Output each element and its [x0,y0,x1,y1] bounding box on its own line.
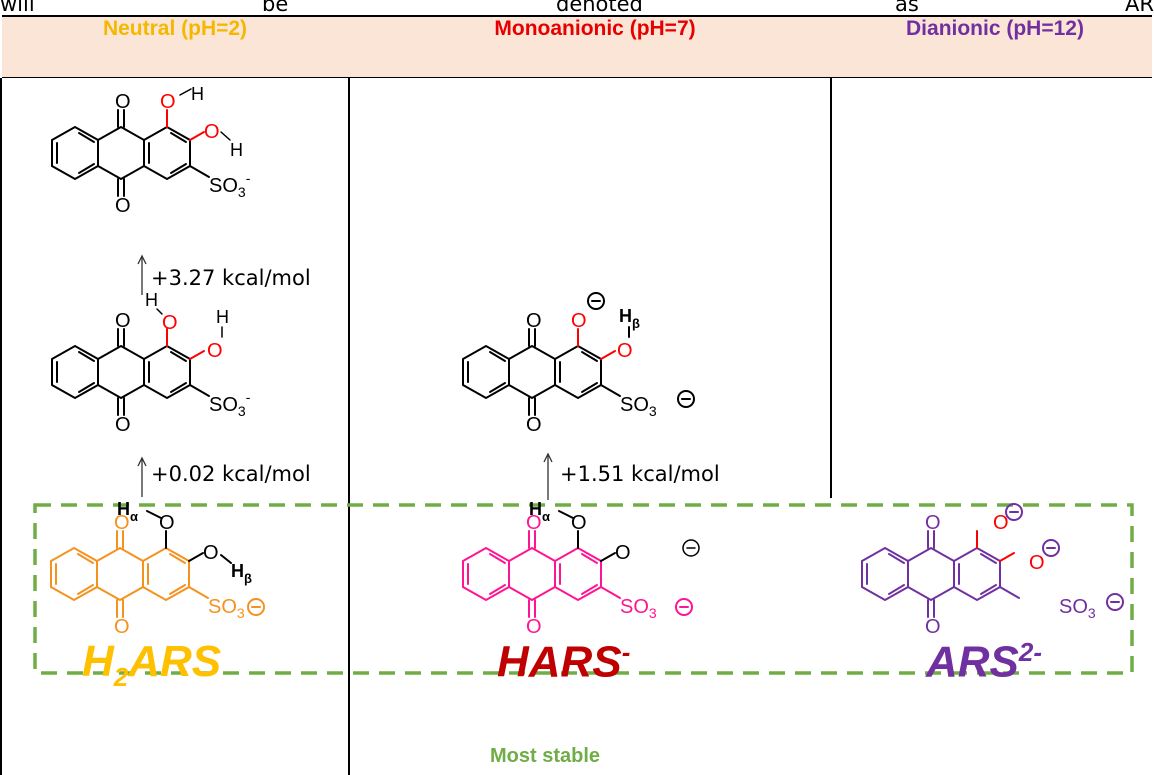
formula-hars: HARS- [497,637,631,687]
svg-text:SO3: SO3 [208,596,245,621]
energy-label: +1.51 kcal/mol [560,462,720,486]
atom-label: O [162,312,178,334]
column-divider [0,78,2,775]
caption-word: denoted [556,0,643,16]
column-title-dianionic: Dianionic (pH=12) [906,17,1084,40]
atom-label: O [203,542,219,564]
table-header [2,15,1152,78]
atom-label: O [1029,552,1045,574]
atom-label: O [617,340,633,362]
atom-label: O [159,512,175,534]
caption-word: as [895,0,919,16]
svg-text:Hα: Hα [117,499,138,524]
svg-text:SO3: SO3 [1059,596,1096,621]
atom-label: O [526,616,542,638]
atom-label: O [115,310,131,332]
energy-label: +0.02 kcal/mol [151,462,311,486]
svg-text:SO3-: SO3- [209,170,251,200]
formula-h2ars: H2ARS [82,637,222,692]
atom-label: H [216,307,229,327]
atom-label: O [571,310,587,332]
caption-word: AR [1125,0,1154,16]
atom-label: O [115,414,131,436]
svg-text:SO3: SO3 [620,596,657,621]
atom-label: H [191,84,204,104]
atom-label: O [615,542,631,564]
caption-word: be [262,0,289,16]
atom-label: H [230,140,243,160]
column-title-monoanionic: Monoanionic (pH=7) [494,17,696,40]
atom-label: O [160,91,176,113]
svg-text:Hα: Hα [529,499,550,524]
atom-label: O [925,512,941,534]
atom-label: O [993,512,1009,534]
svg-text:SO3-: SO3- [209,389,251,419]
atom-label: H [145,290,158,310]
svg-text:Hβ: Hβ [619,306,640,331]
top-caption: will be denoted as AR [0,0,1154,16]
atom-label: O [115,91,131,113]
atom-label: O [526,310,542,332]
atom-label: O [925,616,941,638]
most-stable-label: Most stable [490,745,601,767]
atom-label: O [571,512,587,534]
energy-label: +3.27 kcal/mol [151,266,311,290]
atom-label: O [114,512,130,534]
formula-ars: ARS2- [926,637,1043,687]
atom-label: O [115,195,131,217]
atom-label: O [114,616,130,638]
column-divider [348,78,350,775]
atom-label: O [526,414,542,436]
atom-label: O [207,340,223,362]
column-title-neutral: Neutral (pH=2) [102,17,248,40]
svg-text:Hβ: Hβ [231,561,252,586]
atom-label: O [526,512,542,534]
atom-label: O [204,121,220,143]
caption-word: will [0,0,35,16]
column-divider [830,78,832,498]
svg-text:SO3: SO3 [620,394,657,419]
